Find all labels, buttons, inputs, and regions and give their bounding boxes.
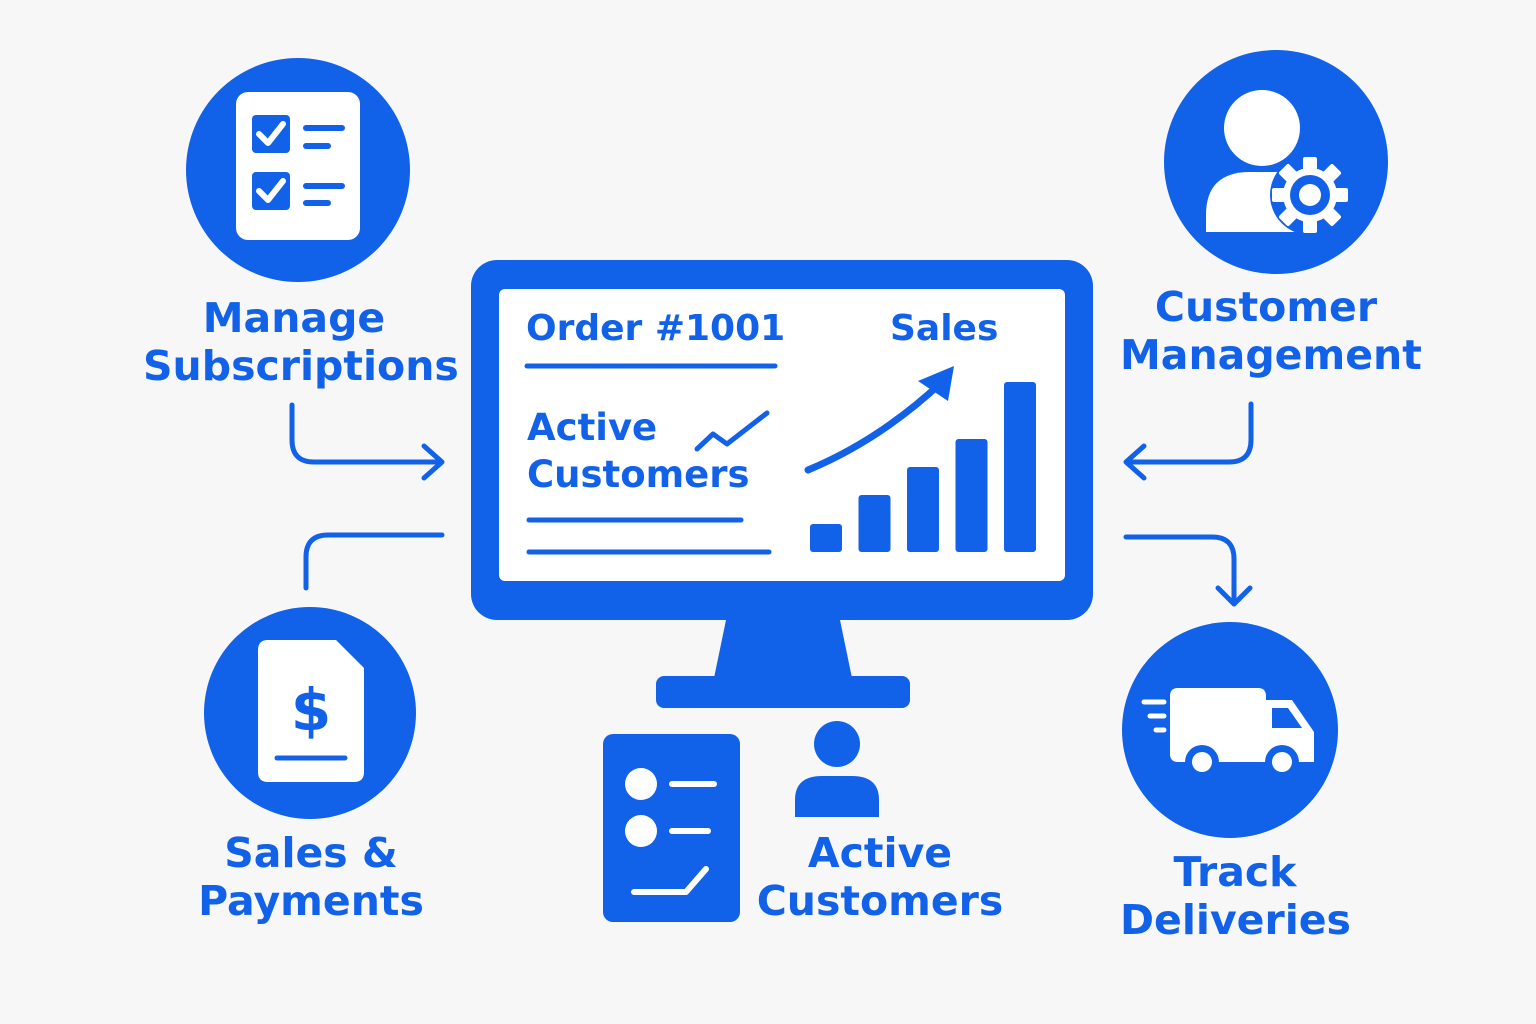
invoice-dollar-icon: $ [204, 607, 416, 819]
sales-bar-chart [810, 382, 1036, 552]
order-number-label: Order #1001 [526, 308, 786, 349]
user-gear-icon [1164, 50, 1388, 274]
manage-subscriptions-line2: Subscriptions [143, 342, 459, 390]
active-customers-label: Active Customers [752, 829, 1008, 925]
connectors [289, 401, 1254, 607]
sales-bar-4 [955, 439, 988, 552]
manage-subscriptions-label: Manage Subscriptions [143, 294, 459, 390]
manage-subscriptions-line1: Manage [202, 294, 386, 342]
sales-payments-line2: Payments [198, 877, 424, 925]
sales-label: Sales [890, 308, 999, 349]
arrow-track-deliveries [1123, 534, 1237, 607]
track-deliveries-line2: Deliveries [1120, 896, 1351, 944]
dollar-sign: $ [291, 676, 331, 744]
checklist-icon [186, 58, 410, 282]
delivery-truck-icon [1122, 622, 1338, 838]
sales-bar-5 [1004, 382, 1036, 552]
screen-active-line2: Customers [527, 453, 750, 496]
sales-bar-3 [907, 467, 939, 552]
arrow-subscriptions [289, 402, 443, 465]
active-customers-line1: Active [807, 829, 953, 877]
sales-arrow-head [918, 366, 954, 401]
trend-arrow-icon [694, 410, 770, 452]
dashboard-details [524, 363, 1036, 555]
screen-active-customers-label: Active Customers [527, 404, 750, 498]
active-customers-line2: Customers [756, 877, 1004, 925]
order-list-icon [603, 734, 740, 922]
customer-management-line2: Management [1120, 331, 1422, 379]
arrow-customer-management [1125, 401, 1254, 465]
track-deliveries-line1: Track [1173, 848, 1297, 896]
person-icon [795, 721, 879, 817]
sales-bar-1 [810, 524, 842, 552]
customer-management-line1: Customer [1154, 283, 1378, 331]
screen-active-line1: Active [527, 406, 658, 449]
customer-management-label: Customer Management [1120, 283, 1422, 379]
sales-payments-label: Sales & Payments [196, 829, 426, 925]
track-deliveries-label: Track Deliveries [1120, 848, 1351, 944]
sales-bar-2 [858, 495, 891, 552]
connector-sales-payments [303, 532, 445, 591]
sales-payments-line1: Sales & [224, 829, 398, 877]
